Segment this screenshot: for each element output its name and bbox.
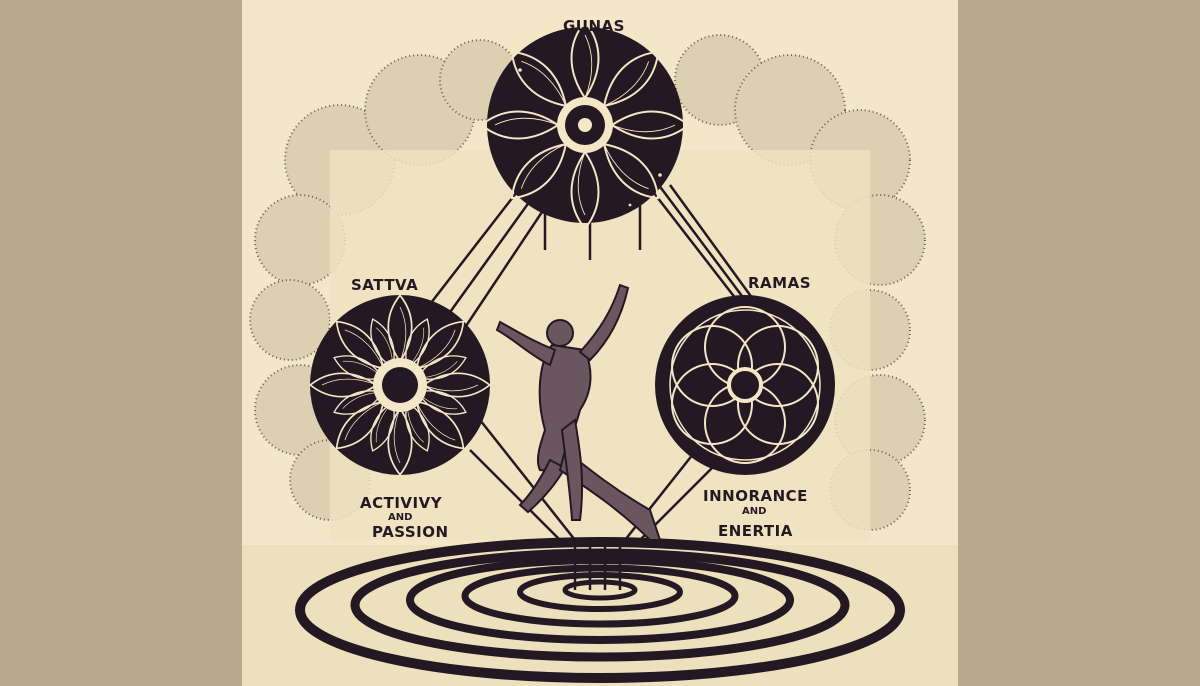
- label-and-left: AND: [388, 512, 413, 523]
- label-enertia: ENERTIA: [718, 522, 793, 540]
- label-innorance: INNORANCE: [703, 487, 808, 505]
- dancer-figure: [495, 283, 662, 541]
- left-circle-emblem: [309, 294, 491, 476]
- label-activivy: ACTIVIVY: [360, 494, 443, 512]
- label-sattva: SATTVA: [351, 276, 419, 294]
- label-ramas: RAMAS: [748, 274, 811, 292]
- label-gunas: GUNAS: [563, 17, 625, 35]
- ripple-spiral: [295, 537, 905, 683]
- label-and-right: AND: [742, 506, 767, 517]
- top-circle-emblem: [480, 20, 690, 230]
- label-passion: PASSION: [372, 523, 449, 541]
- right-circle-emblem: [655, 295, 835, 475]
